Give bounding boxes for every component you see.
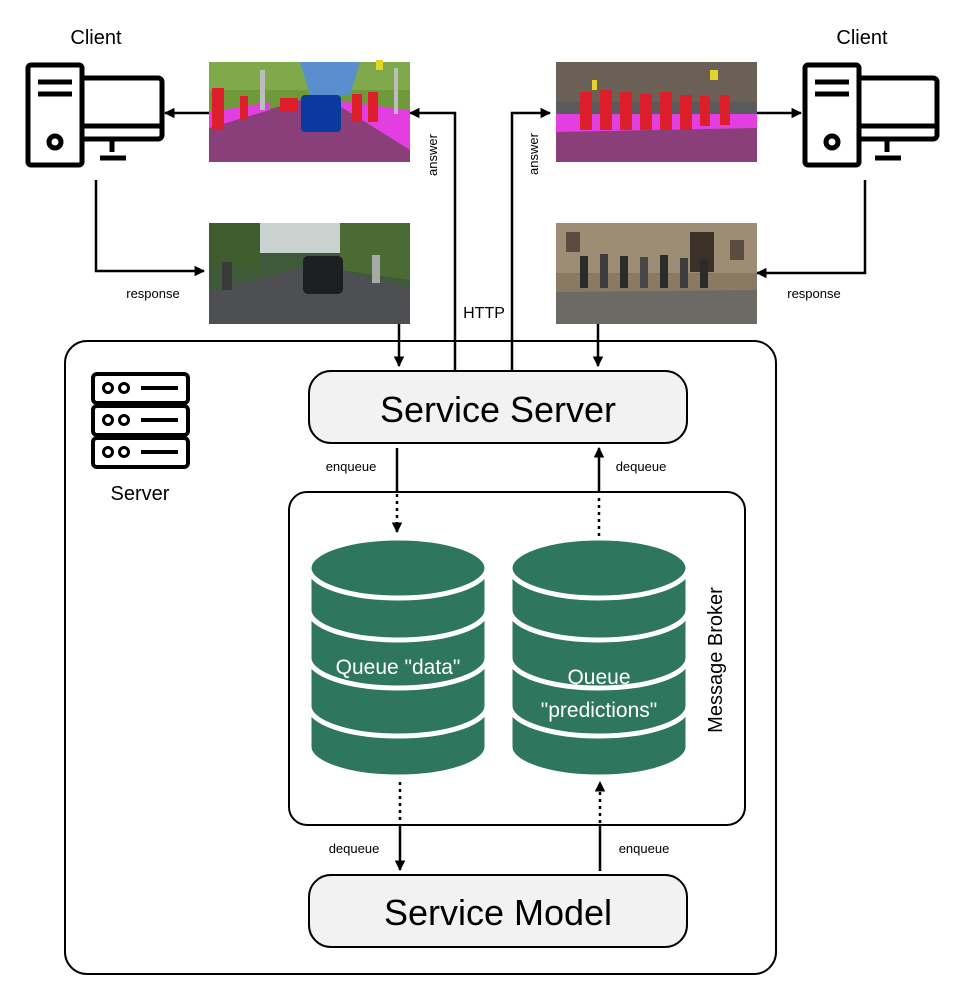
service-server-label: Service Server bbox=[380, 389, 616, 430]
dequeue-predictions-label: dequeue bbox=[616, 459, 667, 474]
queue-predictions-label-line2: "predictions" bbox=[541, 699, 657, 722]
dequeue-data-label: dequeue bbox=[329, 841, 380, 856]
right-segmentation-image bbox=[556, 62, 757, 162]
service-model-box bbox=[308, 874, 688, 948]
response-right-label: response bbox=[787, 286, 840, 301]
queue-predictions-cylinder bbox=[507, 535, 691, 780]
enqueue-predictions-label: enqueue bbox=[619, 841, 670, 856]
http-label: HTTP bbox=[463, 305, 505, 322]
queue-data-label: Queue "data" bbox=[336, 656, 461, 679]
client-left-label: Client bbox=[70, 27, 122, 49]
answer-right-arrow bbox=[510, 107, 552, 371]
answer-right-label: answer bbox=[526, 132, 541, 175]
left-segmentation-image bbox=[209, 60, 410, 162]
service-server-box bbox=[308, 370, 688, 444]
answer-left-label: answer bbox=[425, 133, 440, 176]
service-model-label: Service Model bbox=[384, 892, 612, 933]
message-broker-label: Message Broker bbox=[705, 587, 727, 733]
right-street-photo bbox=[556, 223, 757, 324]
server-rack-icon bbox=[91, 372, 190, 469]
response-left-arrow bbox=[94, 180, 206, 277]
client-right-label: Client bbox=[836, 27, 888, 49]
response-right-arrow bbox=[755, 180, 867, 279]
response-left-label: response bbox=[126, 286, 179, 301]
client-left-computer-icon bbox=[25, 62, 165, 168]
left-street-photo bbox=[209, 223, 410, 324]
queue-predictions-label-line1: Queue bbox=[567, 666, 630, 689]
enqueue-data-label: enqueue bbox=[326, 459, 377, 474]
answer-left-arrow bbox=[408, 107, 457, 371]
client-right-computer-icon bbox=[802, 62, 940, 168]
queue-data-cylinder bbox=[306, 535, 490, 780]
server-label: Server bbox=[111, 483, 170, 505]
